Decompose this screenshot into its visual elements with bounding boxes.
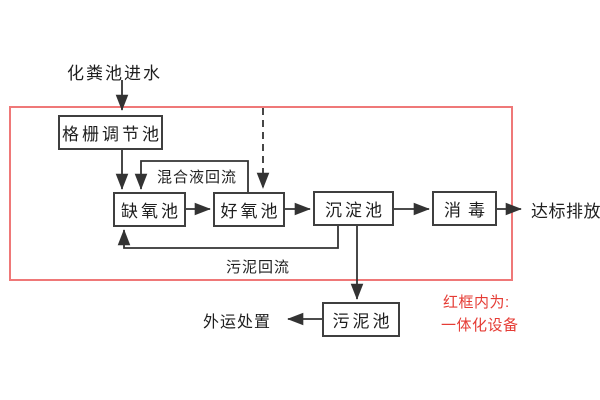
mixed-liquor-reflux-line xyxy=(134,160,249,192)
sludge-reflux-label: 污泥回流 xyxy=(226,259,291,276)
node-sedimentation-tank: 沉淀池 xyxy=(313,191,394,226)
red-frame-note-line1: 红框内为: xyxy=(443,294,510,311)
external-disposal-label: 外运处置 xyxy=(203,314,272,331)
mixed-liquor-reflux-label: 混合液回流 xyxy=(157,169,238,186)
node-disinfection: 消毒 xyxy=(432,191,497,226)
red-frame-note-line2: 一体化设备 xyxy=(441,317,519,334)
node-sludge-tank: 污泥池 xyxy=(322,302,400,337)
node-aerobic-tank: 好氧池 xyxy=(213,192,285,227)
influent-label: 化粪池进水 xyxy=(67,64,162,83)
node-anoxic-tank: 缺氧池 xyxy=(113,192,186,227)
integrated-equipment-frame xyxy=(9,106,513,281)
discharge-label: 达标排放 xyxy=(531,202,600,221)
node-grid-adjustment-tank: 格栅调节池 xyxy=(58,115,163,150)
sludge-reflux-line xyxy=(117,226,339,249)
